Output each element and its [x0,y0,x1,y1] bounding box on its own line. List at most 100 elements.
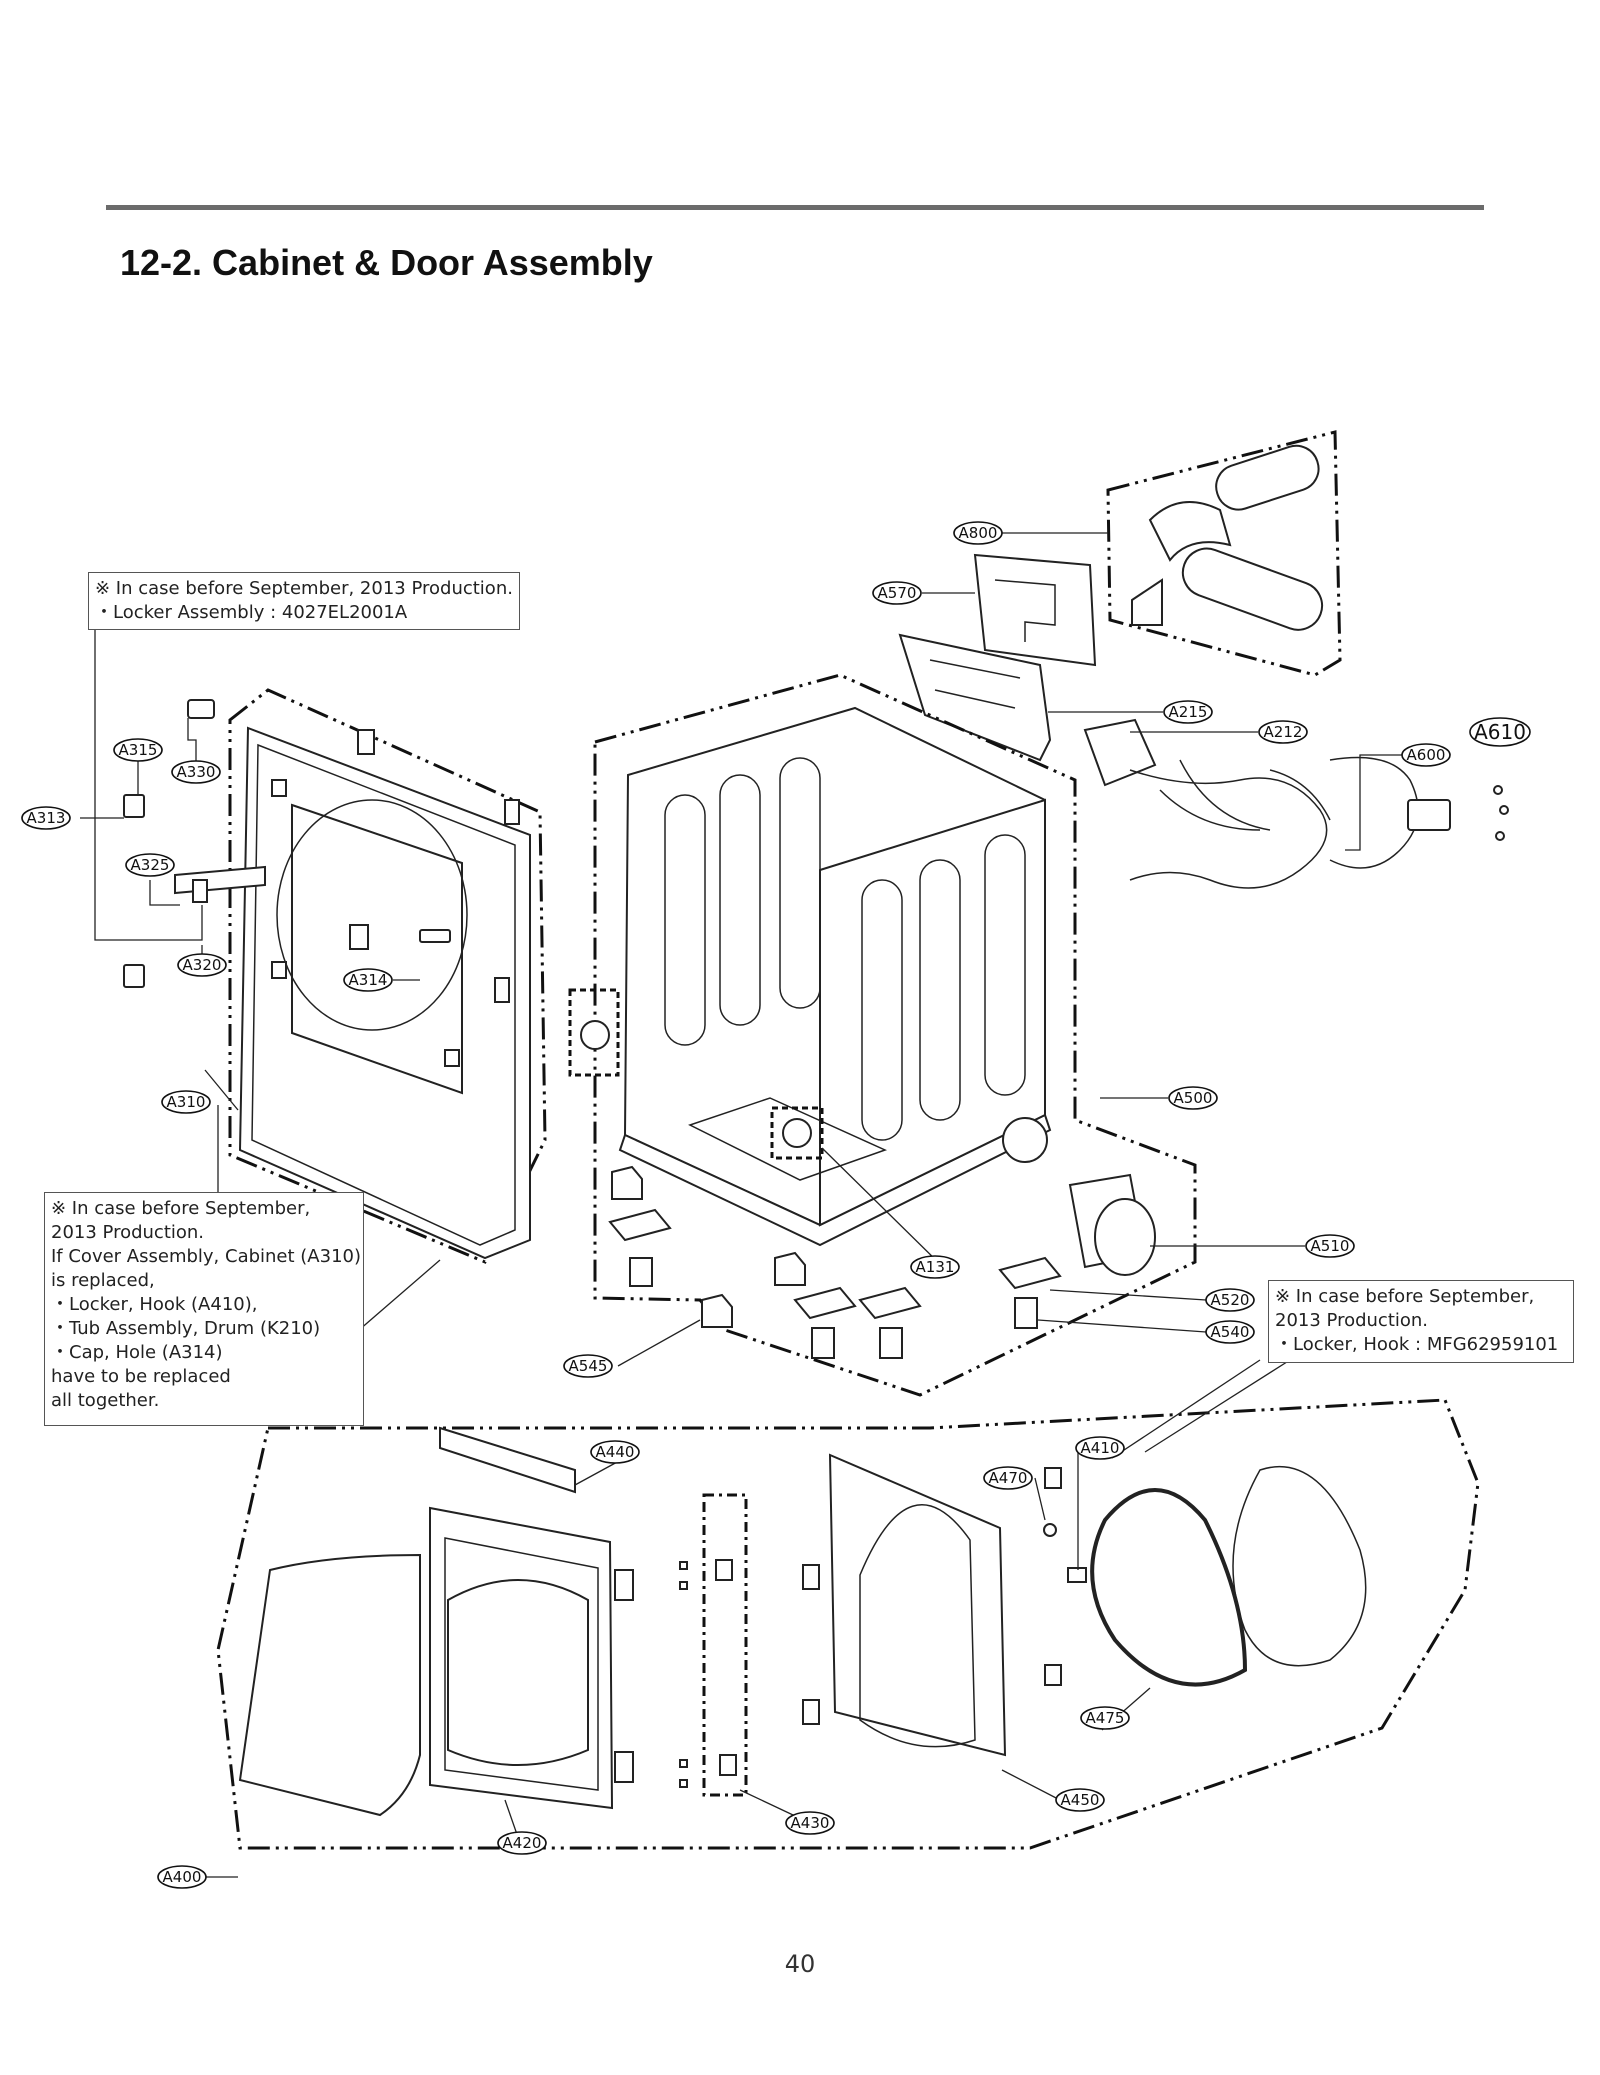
part-label-text: A430 [791,1814,830,1832]
part-label-oval [1469,717,1531,747]
note-line: ※ In case before September, 2013 Product… [95,578,513,599]
part-label-oval [1305,1234,1355,1258]
part-label-a440: A440 [590,1440,640,1464]
note-line: all together. [51,1390,160,1411]
part-label-text: A500 [1174,1089,1213,1107]
part-label-text: A315 [119,741,158,759]
part-label-text: A310 [167,1093,206,1111]
part-label-oval [157,1865,207,1889]
note-line: 2013 Production. [1275,1310,1429,1331]
note-cover-replacement: ※ In case before September, 2013 Product… [44,1192,364,1426]
part-label-oval [161,1090,211,1114]
part-label-text: A320 [183,956,222,974]
part-label-a315: A315 [113,738,163,762]
duct-assembly [1106,430,1342,677]
part-label-a510: A510 [1305,1234,1355,1258]
part-label-text: A440 [596,1443,635,1461]
note-line: ・Locker, Hook (A410), [51,1294,258,1315]
note-line: ※ In case before September, [1275,1286,1535,1307]
part-label-oval [1168,1086,1218,1110]
part-label-text: A410 [1081,1439,1120,1457]
cover-assembly [123,688,547,1264]
note-line: is replaced, [51,1270,155,1291]
note-line: If Cover Assembly, Cabinet (A310) [51,1246,361,1267]
part-label-a330: A330 [171,760,221,784]
part-label-oval [590,1440,640,1464]
part-label-oval [1258,720,1308,744]
part-label-text: A545 [569,1357,608,1375]
note-locker-assembly: ※ In case before September, 2013 Product… [88,572,520,630]
note-line: ・Locker Assembly : 4027EL2001A [95,602,408,623]
part-label-oval [1075,1436,1125,1460]
part-label-oval [125,853,175,877]
part-label-a410: A410 [1075,1436,1125,1460]
rear-cover [898,553,1097,762]
part-label-text: A470 [989,1469,1028,1487]
note-line: 2013 Production. [51,1222,205,1243]
part-label-a600: A600 [1401,743,1451,767]
part-label-a215: A215 [1163,700,1213,724]
part-label-text: A314 [349,971,388,989]
part-label-oval [1401,743,1451,767]
note-line: ・Locker, Hook : MFG62959101 [1275,1334,1559,1355]
part-label-oval [872,581,922,605]
part-label-oval [983,1466,1033,1490]
note-line: ・Cap, Hole (A314) [51,1342,223,1363]
part-label-oval [785,1811,835,1835]
part-label-oval [1205,1288,1255,1312]
part-label-text: A131 [916,1258,955,1276]
part-label-oval [113,738,163,762]
part-label-text: A510 [1311,1237,1350,1255]
feet-group [608,1165,1062,1359]
part-label-a212: A212 [1258,720,1308,744]
part-label-text: A450 [1061,1791,1100,1809]
part-label-text: A215 [1169,703,1208,721]
part-label-a310: A310 [161,1090,211,1114]
page-title: 12-2. Cabinet & Door Assembly [120,242,653,283]
part-label-oval [177,953,227,977]
door-assembly [216,1398,1480,1850]
part-label-text: A540 [1211,1323,1250,1341]
part-label-a545: A545 [563,1354,613,1378]
part-label-a470: A470 [983,1466,1033,1490]
part-label-oval [171,760,221,784]
part-label-text: A400 [163,1868,202,1886]
part-label-oval [1205,1320,1255,1344]
part-label-text: A520 [1211,1291,1250,1309]
header-rule [106,205,1484,210]
part-label-a314: A314 [343,968,393,992]
cabinet-assembly [568,673,1197,1397]
part-label-a540: A540 [1205,1320,1255,1344]
part-label-a420: A420 [497,1831,547,1855]
note-locker-hook: ※ In case before September, 2013 Product… [1268,1280,1574,1363]
note-line: ・Tub Assembly, Drum (K210) [51,1318,321,1339]
part-label-a400: A400 [157,1865,207,1889]
note-line: have to be replaced [51,1366,231,1387]
wire-harness [1083,718,1509,889]
part-label-text: A313 [27,809,66,827]
part-label-a313: A313 [21,806,71,830]
note-line: ※ In case before September, [51,1198,311,1219]
part-label-text: A800 [959,524,998,542]
part-label-a131: A131 [910,1255,960,1279]
leader-lines [80,532,1402,1878]
part-label-a450: A450 [1055,1788,1105,1812]
page-number: 40 [784,1950,816,1978]
part-label-text: A212 [1264,723,1303,741]
part-label-text: A570 [878,584,917,602]
part-label-text: A610 [1474,720,1526,744]
part-label-oval [343,968,393,992]
part-label-a520: A520 [1205,1288,1255,1312]
part-label-oval [953,521,1003,545]
part-label-oval [21,806,71,830]
part-label-a475: A475 [1080,1706,1130,1730]
part-label-a325: A325 [125,853,175,877]
part-label-a320: A320 [177,953,227,977]
part-label-oval [1055,1788,1105,1812]
part-label-oval [563,1354,613,1378]
part-label-text: A325 [131,856,170,874]
part-label-a570: A570 [872,581,922,605]
part-label-text: A330 [177,763,216,781]
